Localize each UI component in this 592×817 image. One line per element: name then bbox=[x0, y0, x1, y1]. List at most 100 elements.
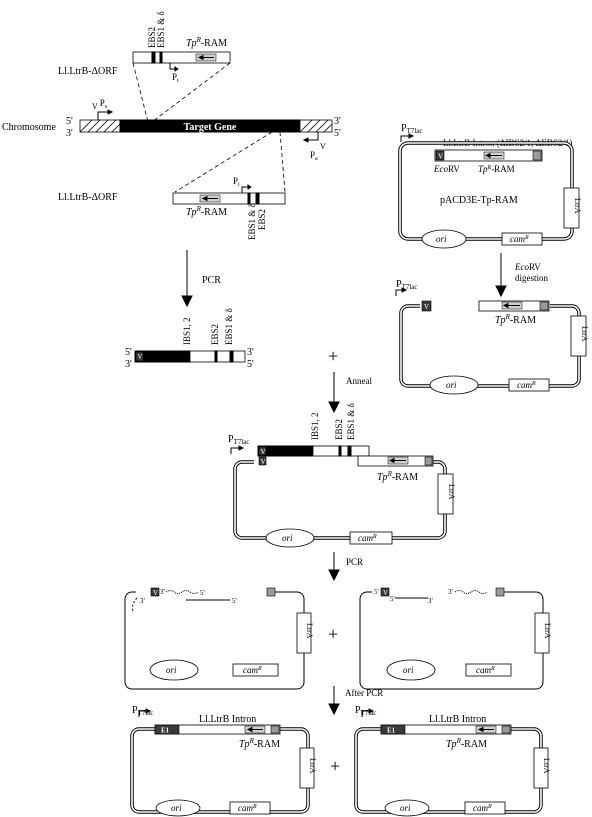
pcrl-5p-top: 5' bbox=[200, 589, 205, 597]
finr-ltra-text: LtrA bbox=[542, 758, 551, 774]
dorf-bottom-tpram: TpR-RAM bbox=[186, 205, 227, 218]
dorf-bottom-group: Ll.LtrB-ΔORF Pi TpR-RAM EBS1 & δ EBS2 bbox=[58, 176, 286, 240]
target-gene-label: Target Gene bbox=[184, 122, 237, 133]
dorf-bottom-arrowhead bbox=[201, 195, 208, 202]
pacd-cam-text: camR bbox=[510, 234, 529, 244]
finr-e1 bbox=[380, 724, 406, 735]
finl-e2 bbox=[270, 725, 280, 734]
pcr-label-1: PCR bbox=[202, 275, 221, 286]
pcrl-v-text: V bbox=[153, 589, 158, 597]
finl-e1-text: E1 bbox=[161, 727, 170, 735]
finr-cam bbox=[464, 801, 506, 815]
chrom-hatch-left-lines bbox=[79, 119, 121, 133]
finl-ori-text: ori bbox=[171, 803, 182, 813]
finr-ram-head bbox=[477, 726, 484, 733]
chromosome-label: Chromosome bbox=[2, 122, 56, 133]
dashed-left-top bbox=[132, 62, 149, 123]
pcr-plasmid-left: V 3' 5' 5' 3' LtrA ori camR bbox=[124, 587, 314, 690]
pcrr-ltra-text: LtrA bbox=[543, 623, 552, 639]
dorf-bottom-ebs2-mark bbox=[255, 192, 260, 205]
dashed-right-bottom bbox=[279, 131, 286, 193]
finr-pt7-arrow bbox=[361, 710, 371, 717]
pacd-e2 bbox=[532, 150, 542, 161]
finr-ori-text: ori bbox=[400, 803, 411, 813]
ps-arrowhead bbox=[107, 109, 114, 115]
pacd-ecorv: EcoRV bbox=[433, 164, 460, 174]
dig-ram-head bbox=[502, 302, 509, 309]
finl-cam-text: camR bbox=[238, 803, 257, 813]
ann-v-bot-text: V bbox=[261, 458, 266, 466]
dorf-top-ebs1-label: EBS1 & δ bbox=[156, 11, 166, 48]
dig-ltra bbox=[570, 315, 587, 357]
dorf-top-label: Ll.LtrB-ΔORF bbox=[58, 66, 118, 77]
dorf-top-ebs2-mark bbox=[151, 51, 156, 64]
pcrr-5p-top: 5' bbox=[374, 588, 379, 596]
finl-pt7: PT7lac bbox=[132, 705, 154, 717]
dorf-bottom-ebs2-label: EBS2 bbox=[257, 209, 267, 230]
ann-ori-text: ori bbox=[282, 533, 293, 543]
product-v: V bbox=[138, 353, 143, 361]
dig-ltra-text: LtrA bbox=[580, 326, 589, 342]
anneal-arrow: Anneal bbox=[328, 372, 372, 414]
anneal-label: Anneal bbox=[346, 376, 372, 386]
pcrl-dotted bbox=[132, 597, 138, 613]
product-ebs2-label: EBS2 bbox=[210, 324, 220, 345]
dig-ori bbox=[429, 375, 479, 395]
dorf-top-arrowhead bbox=[197, 54, 204, 61]
product-5prime-r: 5' bbox=[247, 359, 254, 370]
dig-ori-text: ori bbox=[446, 380, 457, 390]
ann-pt7-head bbox=[238, 445, 245, 451]
pcrl-e2 bbox=[266, 587, 276, 597]
pa-arrow bbox=[306, 132, 319, 141]
pcrl-cam bbox=[232, 663, 279, 677]
finr-e1-text: E1 bbox=[387, 727, 396, 735]
final-plasmid-left: PT7lac E1 Ll.LtrB Intron TpR-RAM LtrA or… bbox=[130, 705, 317, 817]
dig-pt7-arrow bbox=[395, 289, 404, 296]
dorf-bottom-box bbox=[172, 192, 286, 205]
finl-backbone-inner bbox=[131, 728, 309, 813]
digestion-enzyme: EcoRV bbox=[514, 262, 541, 272]
finl-tpram: TpR-RAM bbox=[239, 737, 280, 750]
pcrl-v bbox=[150, 587, 160, 597]
product-ebs2-mark bbox=[214, 350, 218, 363]
finl-ram-head bbox=[246, 726, 253, 733]
ann-tpram: TpR-RAM bbox=[377, 470, 418, 483]
ann-ebs1-mark bbox=[347, 445, 352, 457]
dig-cam-text: camR bbox=[517, 380, 536, 390]
pcrl-3p-side: 3' bbox=[140, 597, 145, 605]
plasmid-digested: PT7lac V TpR-RAM LtrA ori camR bbox=[395, 279, 589, 395]
pacd-cam bbox=[501, 232, 543, 246]
pcr-arrow-2: PCR bbox=[328, 552, 363, 582]
pacd-v bbox=[435, 150, 445, 161]
pacd-ori-text: ori bbox=[436, 234, 447, 244]
ps-arrow bbox=[97, 111, 110, 120]
dig-v bbox=[421, 300, 432, 312]
dorf-top-pi: Pi bbox=[172, 72, 179, 84]
finl-backbone bbox=[130, 727, 310, 814]
ann-pt7: PT7lac bbox=[228, 434, 250, 446]
ann-ebs1-label: EBS1 & δ bbox=[346, 403, 356, 440]
pcr-plasmid-right: 5' V 5' 3' 3' LtrA ori camR bbox=[359, 587, 552, 690]
pcrr-5p: 5' bbox=[390, 595, 395, 603]
product-3prime-r: 3' bbox=[247, 347, 254, 358]
finr-ori bbox=[384, 799, 430, 817]
pacd-ori bbox=[421, 229, 467, 249]
pacd-ltra-text: LtrA bbox=[573, 198, 582, 214]
pcrr-3p-top: 3' bbox=[448, 588, 453, 596]
after-pcr-label: After PCR bbox=[345, 688, 383, 698]
dig-pt7-head bbox=[401, 287, 408, 293]
finr-pt7-head bbox=[368, 708, 375, 714]
pa-label: Pa bbox=[310, 150, 318, 162]
finl-cam bbox=[229, 801, 271, 815]
dorf-bottom-pi-arrowhead bbox=[247, 184, 252, 190]
dorf-top-ebs2-label: EBS2 bbox=[147, 27, 157, 48]
pcrr-v bbox=[380, 587, 390, 597]
pcrr-ori bbox=[386, 659, 436, 681]
plasmid-pacd: PT7lac Ll.LtrB Intron (ΔIBS2/1, ΔEBS2/1)… bbox=[398, 123, 582, 249]
finl-intron-label: Ll.LtrB Intron bbox=[199, 714, 256, 725]
ann-v-bot bbox=[258, 456, 267, 466]
plus-2: + bbox=[328, 624, 338, 644]
pacd-ram-head bbox=[484, 152, 491, 159]
pacd-pt7-head bbox=[408, 133, 415, 139]
